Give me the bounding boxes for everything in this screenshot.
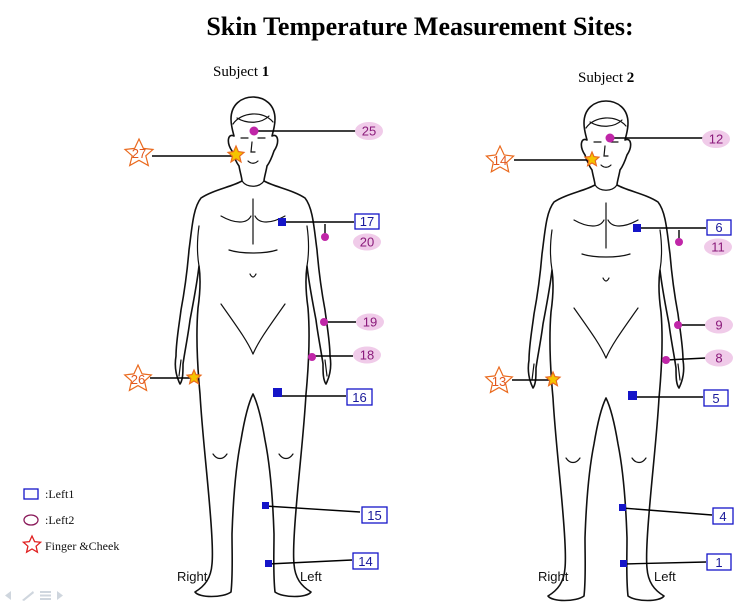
star-icon bbox=[23, 536, 40, 552]
subject-1-heading: Subject 1 bbox=[213, 64, 269, 80]
next-arrow-icon[interactable] bbox=[57, 591, 63, 600]
svg-text:27: 27 bbox=[132, 146, 146, 161]
previous-arrow-icon[interactable] bbox=[5, 591, 11, 600]
svg-text::Left2: :Left2 bbox=[45, 513, 74, 527]
svg-text:14: 14 bbox=[358, 554, 372, 569]
subject-1-site-27: 27 bbox=[125, 139, 244, 166]
subject-1-site-19: 19 bbox=[320, 314, 384, 331]
subject-2-body-outline bbox=[528, 101, 683, 601]
subject-2-site-9: 9 bbox=[674, 317, 733, 334]
svg-text:19: 19 bbox=[363, 315, 377, 330]
subject-2-left-label: Left bbox=[654, 569, 676, 584]
subject-1-site-26: 26 bbox=[125, 365, 201, 390]
svg-text:17: 17 bbox=[360, 214, 374, 229]
svg-text:13: 13 bbox=[492, 374, 506, 389]
svg-text::Left1: :Left1 bbox=[45, 487, 74, 501]
square-icon bbox=[24, 489, 38, 499]
subject-1-site-18: 18 bbox=[308, 347, 381, 364]
svg-text:4: 4 bbox=[719, 509, 726, 524]
legend: :Left1 :Left2 Finger &Cheek bbox=[23, 487, 119, 553]
subject-2-heading: Subject 2 bbox=[578, 70, 634, 86]
svg-text:15: 15 bbox=[367, 508, 381, 523]
svg-text:18: 18 bbox=[360, 348, 374, 363]
legend-item-left2: :Left2 bbox=[24, 513, 74, 527]
svg-text:5: 5 bbox=[712, 391, 719, 406]
legend-item-finger-cheek: Finger &Cheek bbox=[23, 536, 119, 553]
svg-text:20: 20 bbox=[360, 235, 374, 250]
svg-text:16: 16 bbox=[352, 390, 366, 405]
svg-text:25: 25 bbox=[362, 124, 376, 139]
subject-1-left-label: Left bbox=[300, 569, 322, 584]
svg-text:8: 8 bbox=[715, 351, 722, 366]
slide-nav bbox=[5, 591, 63, 601]
subject-1-body-outline bbox=[175, 97, 330, 597]
svg-text:1: 1 bbox=[715, 555, 722, 570]
svg-text:12: 12 bbox=[709, 132, 723, 147]
subject-2-site-13: 13 bbox=[486, 367, 560, 392]
svg-text:6: 6 bbox=[715, 220, 722, 235]
subject-2-right-label: Right bbox=[538, 569, 569, 584]
menu-icon[interactable] bbox=[40, 591, 51, 593]
circle-icon bbox=[24, 515, 38, 525]
svg-text:14: 14 bbox=[493, 153, 507, 168]
pen-icon[interactable] bbox=[22, 591, 34, 601]
svg-text:26: 26 bbox=[131, 372, 145, 387]
legend-item-left1: :Left1 bbox=[24, 487, 74, 501]
svg-text:11: 11 bbox=[711, 240, 725, 255]
svg-text:9: 9 bbox=[715, 318, 722, 333]
page-title: Skin Temperature Measurement Sites: bbox=[206, 12, 633, 41]
svg-text:Finger &Cheek: Finger &Cheek bbox=[45, 539, 119, 553]
subject-1-right-label: Right bbox=[177, 569, 208, 584]
